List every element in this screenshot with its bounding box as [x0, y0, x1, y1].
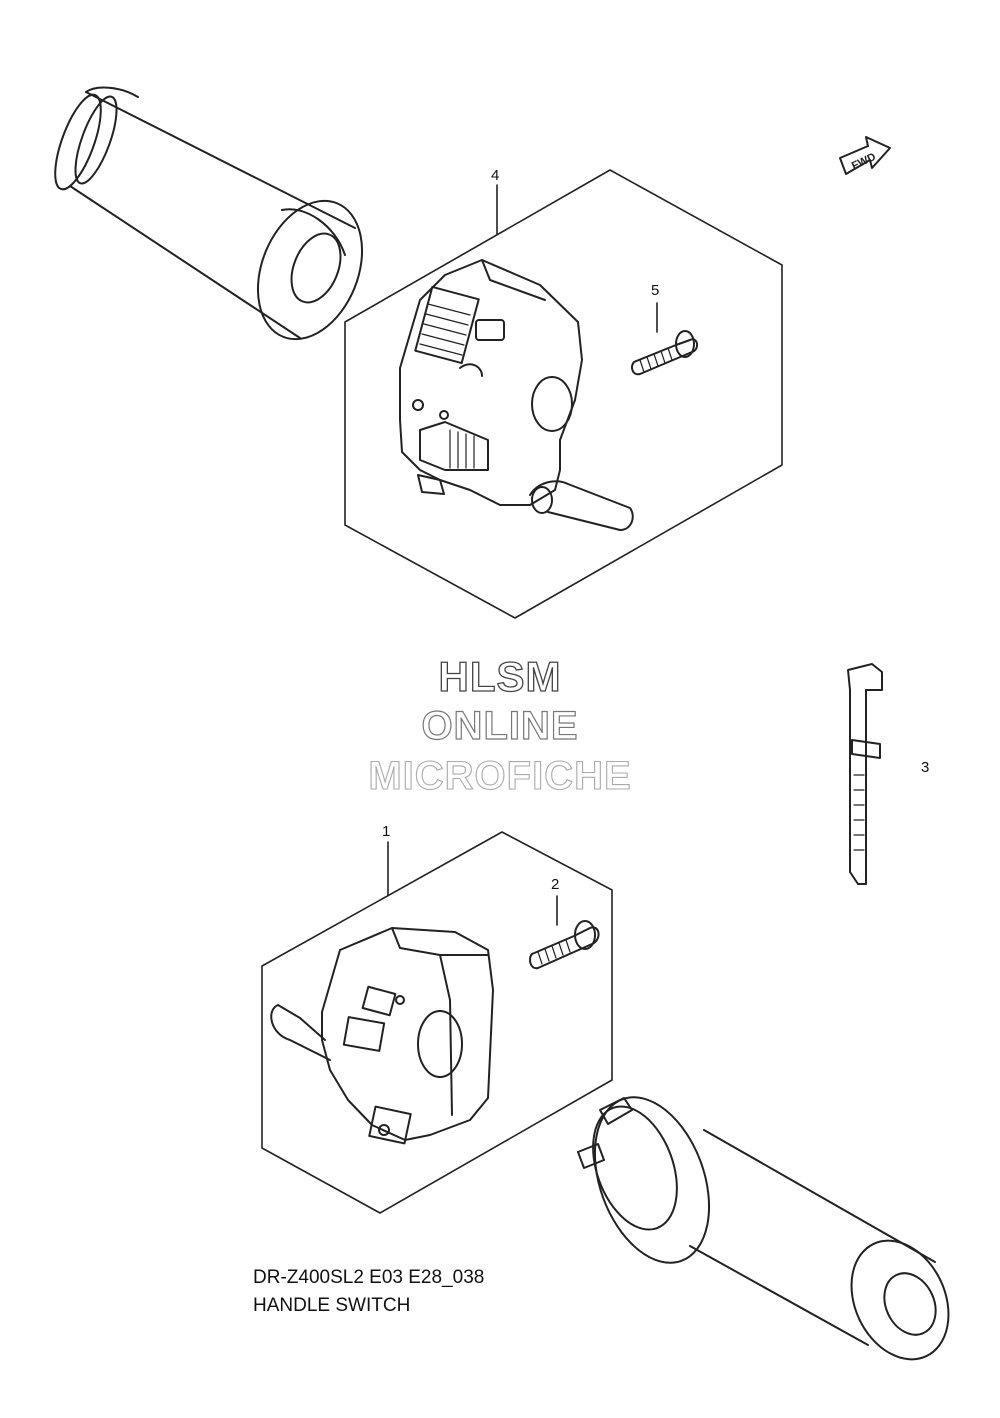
- callout-3: 3: [921, 759, 930, 776]
- part-1-group-frame: [261, 831, 613, 1214]
- part-4-group-frame: [344, 169, 783, 619]
- forward-arrow-icon: FWD: [839, 136, 891, 175]
- cable-tie-part-3: [847, 663, 883, 885]
- callout-5: 5: [651, 282, 660, 299]
- watermark-line-2: ONLINE: [421, 704, 579, 748]
- screw-part-5: [631, 302, 698, 376]
- watermark-line-3: MICROFICHE: [368, 754, 632, 798]
- watermark-line-1: HLSM: [438, 653, 562, 700]
- callout-1: 1: [382, 823, 391, 840]
- callout-4: 4: [491, 167, 500, 184]
- right-handle-switch-housing: [270, 927, 494, 1145]
- left-handle-switch-housing: [399, 259, 634, 531]
- section-title-caption: HANDLE SWITCH: [253, 1295, 411, 1316]
- left-handlebar-grip: [54, 86, 364, 341]
- throttle-grip: [577, 1096, 950, 1361]
- model-code-caption: DR-Z400SL2 E03 E28_038: [253, 1267, 485, 1288]
- screw-part-2: [529, 895, 600, 970]
- callout-2: 2: [551, 876, 560, 893]
